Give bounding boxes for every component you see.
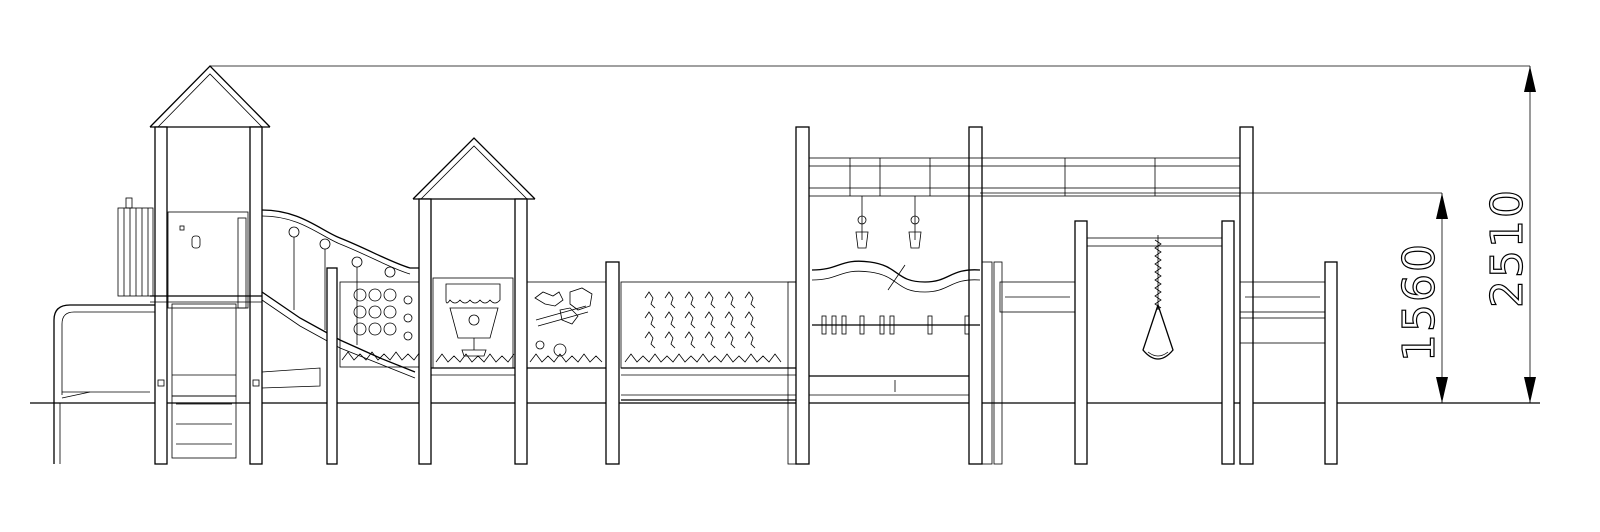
swing-post-right	[1221, 220, 1235, 465]
dimension-label-overall: 2510	[1482, 188, 1533, 308]
bridge-post	[326, 267, 338, 465]
center-tower	[412, 137, 536, 465]
dimension-label-platform: 1560	[1394, 242, 1445, 362]
dimension-platform: 1560	[980, 192, 1448, 403]
center-tower-post-left	[418, 198, 432, 465]
gym-rings	[855, 196, 922, 249]
arrow-down-icon	[1524, 377, 1536, 403]
dimension-overall: 2510	[210, 65, 1536, 403]
swing-seat	[1142, 302, 1174, 360]
map-panel	[526, 281, 608, 369]
figures-panel-post-left	[605, 261, 620, 465]
wavy-bar	[811, 260, 981, 283]
arrow-down-icon	[1436, 377, 1448, 403]
frame-post-2	[968, 126, 983, 465]
climbing-holds	[353, 288, 413, 341]
figures-panel	[605, 261, 797, 465]
arrow-up-icon	[1436, 193, 1448, 219]
swing-section	[999, 220, 1338, 465]
center-tower-post-right	[514, 198, 528, 465]
climbing-panel	[339, 281, 421, 368]
slide-tube	[53, 304, 155, 464]
arrow-up-icon	[1524, 66, 1536, 92]
bridge-handrail	[261, 209, 425, 269]
center-tower-roof	[412, 137, 536, 200]
bench-post-right	[1324, 261, 1338, 465]
frame-post-3	[1239, 126, 1254, 465]
left-tower-roof	[149, 65, 271, 128]
left-tower	[53, 65, 271, 465]
rope-bridge	[261, 209, 425, 465]
overhead-frame	[787, 126, 1254, 465]
frame-post-1	[795, 126, 810, 465]
swing-post-left	[1074, 220, 1088, 465]
